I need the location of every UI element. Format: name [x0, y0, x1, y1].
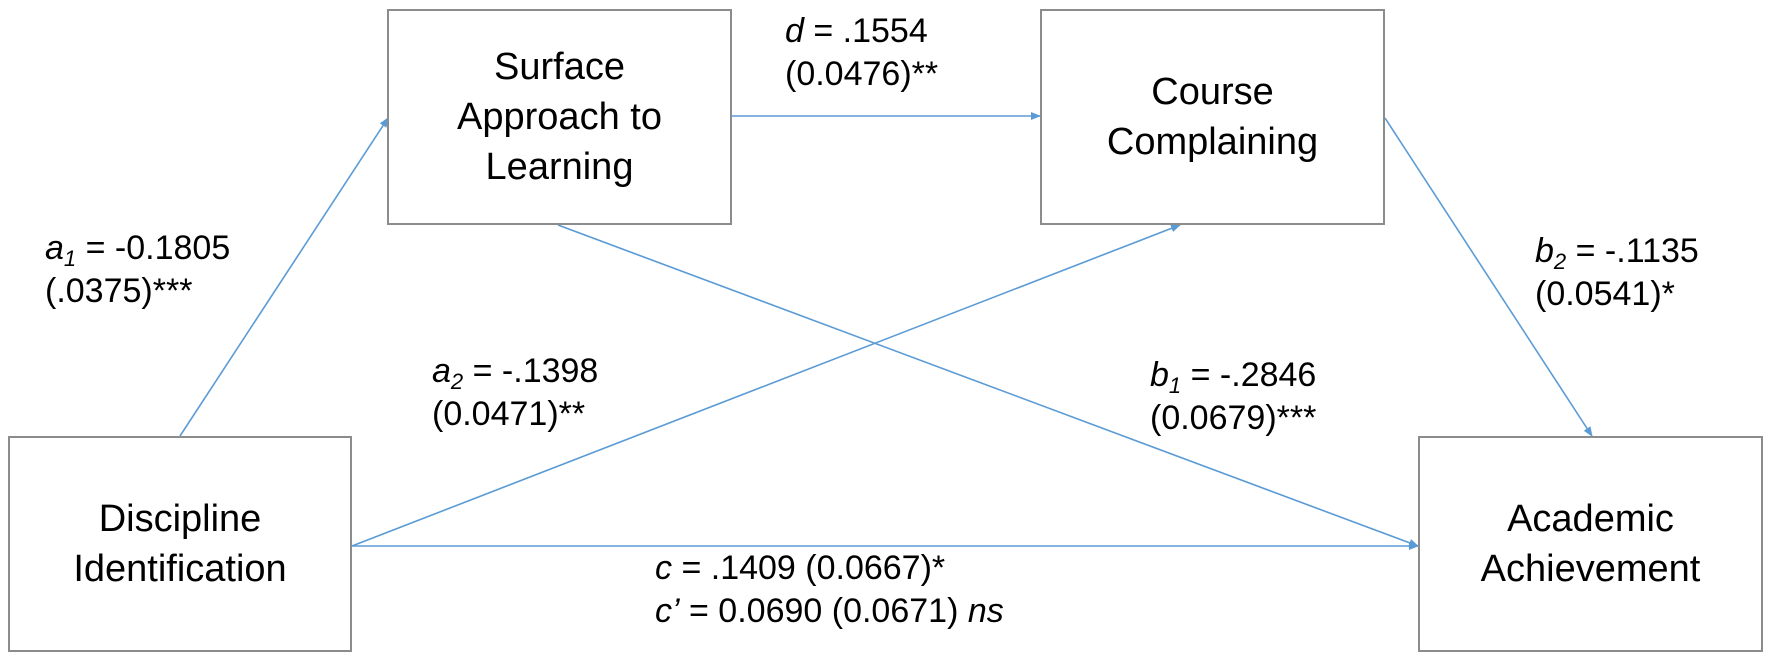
node-discipline-identification: Discipline Identification: [8, 436, 352, 652]
node-label-line: Discipline: [98, 498, 262, 540]
path-label-c: c = .1409 (0.0667)* c’ = 0.0690 (0.0671)…: [655, 549, 1004, 630]
path-label-b1: b1 = -.2846 (0.0679)***: [1150, 356, 1317, 437]
arrow-complaining-to-achievement: [1384, 117, 1593, 437]
path-label-a2: a2 = -.1398 (0.0471)**: [432, 352, 599, 433]
node-label-line: Approach to: [457, 96, 662, 138]
node-course-complaining: Course Complaining: [1040, 9, 1385, 225]
node-label-line: Complaining: [1106, 121, 1319, 163]
node-label-line: Achievement: [1480, 548, 1701, 590]
arrow-discipline-to-complaining: [351, 224, 1181, 547]
node-surface-approach: Surface Approach to Learning: [387, 9, 732, 225]
arrow-discipline-to-surface: [179, 117, 389, 437]
node-label-line: Academic: [1507, 498, 1674, 540]
path-label-a1: a1 = -0.1805 (.0375)***: [45, 229, 231, 310]
node-label-line: Identification: [73, 548, 287, 590]
path-label-b2: b2 = -.1135 (0.0541)*: [1535, 232, 1699, 313]
node-academic-achievement: Academic Achievement: [1418, 436, 1763, 652]
path-label-d: d = .1554 (0.0476)**: [785, 12, 939, 93]
node-label-line: Course: [1151, 71, 1274, 113]
node-label-line: Learning: [485, 146, 634, 188]
node-label-line: Surface: [494, 46, 625, 88]
arrow-surface-to-achievement: [557, 224, 1419, 547]
